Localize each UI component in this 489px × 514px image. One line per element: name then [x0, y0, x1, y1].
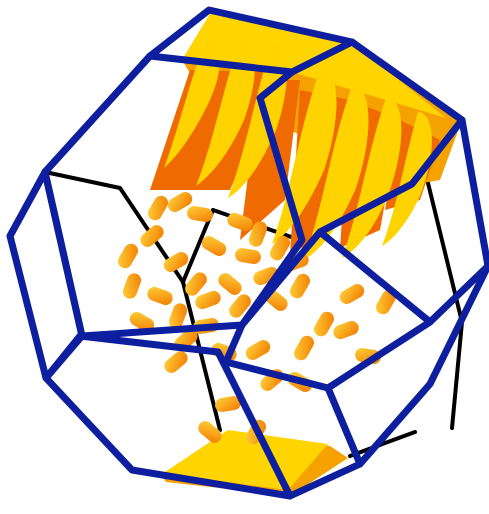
particle [311, 309, 336, 339]
particle [337, 281, 367, 306]
particle [138, 222, 167, 249]
particle [162, 348, 191, 375]
particle [234, 247, 262, 265]
particle [291, 333, 316, 363]
particle [287, 271, 312, 301]
particle [243, 337, 273, 362]
particle [186, 205, 214, 223]
particle [115, 241, 140, 271]
particle [331, 319, 360, 341]
particle [145, 285, 174, 307]
top-growth-tile [150, 14, 462, 260]
particle [216, 270, 245, 297]
particle [121, 271, 143, 300]
particle [145, 193, 170, 223]
